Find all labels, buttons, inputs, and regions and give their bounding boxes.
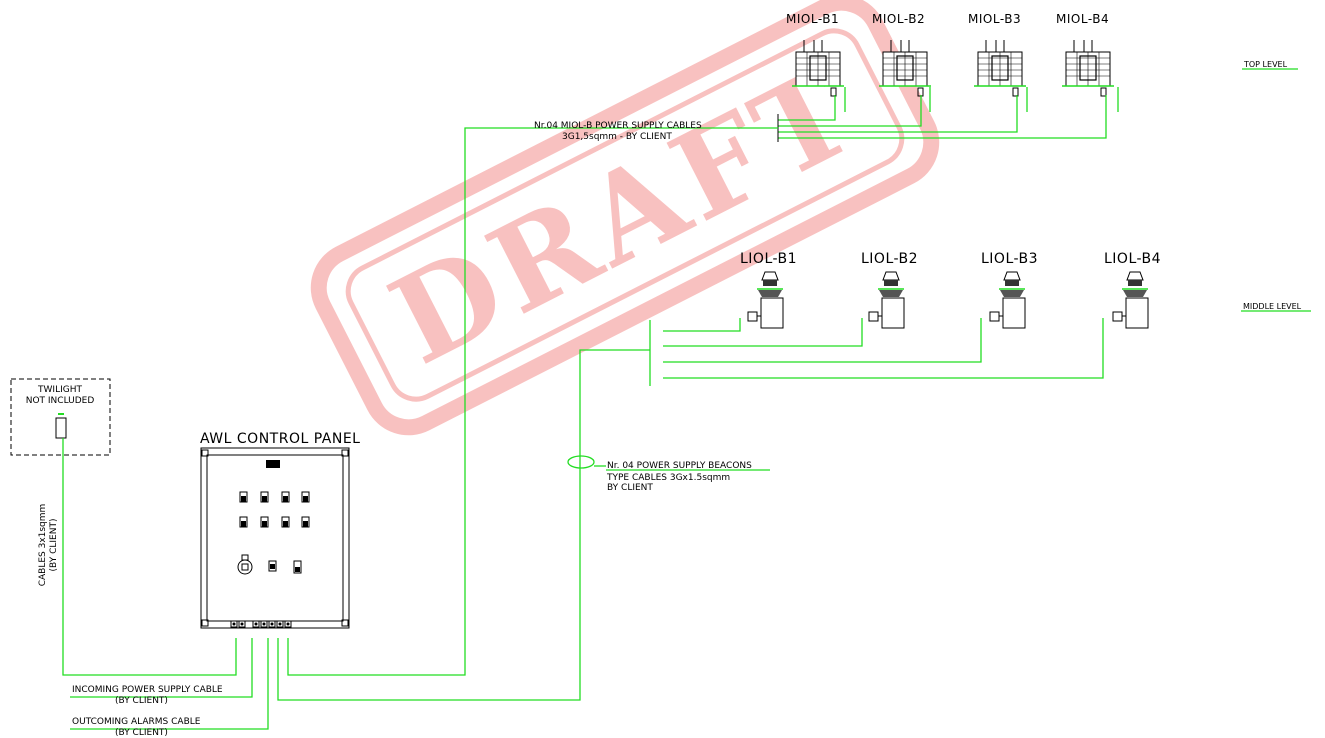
beacons-note-line: Nr. 04 POWER SUPPLY BEACONS: [607, 461, 752, 471]
pushbutton-icon: [268, 560, 277, 572]
miol-label: MIOL-B1: [786, 12, 839, 26]
miol-light-icon: [1062, 40, 1114, 97]
miol-light-icon: [879, 40, 931, 97]
liol-label: LIOL-B3: [981, 251, 1038, 267]
cable-gland-icon: [238, 620, 246, 628]
miol-light-icon: [792, 40, 844, 97]
liol-light-icon: [747, 271, 784, 329]
liol-label: LIOL-B2: [861, 251, 918, 267]
awl-control-panel: [200, 447, 350, 629]
breaker-icon: [239, 516, 248, 528]
miol-label: MIOL-B4: [1056, 12, 1109, 26]
liol-light-icon: [1112, 271, 1149, 329]
cable-gland-icon: [268, 620, 276, 628]
twilight-sensor-box: TWILIGHT NOT INCLUDED: [10, 378, 111, 456]
cable-gland-icon: [230, 620, 238, 628]
cable-gland-icon: [260, 620, 268, 628]
liol-label: LIOL-B1: [740, 251, 797, 267]
miol-power-cables: [287, 87, 1119, 676]
incoming-cable-sublabel: (BY CLIENT): [115, 696, 168, 706]
draft-watermark-text: DRAFT: [370, 39, 881, 392]
breaker-icon: [281, 516, 290, 528]
incoming-cable-label: INCOMING POWER SUPPLY CABLE: [72, 685, 223, 695]
selector-switch-icon: [237, 559, 253, 575]
liol-light-icon: [868, 271, 905, 329]
twilight-subtitle: NOT INCLUDED: [26, 396, 95, 406]
beacons-note-line: BY CLIENT: [607, 483, 653, 493]
breaker-icon: [239, 491, 248, 503]
panel-display-icon: [266, 460, 280, 468]
miol-lights: MIOL-B1 MIOL-B2 MIOL-B3 MIOL-B4: [786, 12, 1109, 26]
liol-light-icon: [989, 271, 1026, 329]
outcoming-cable-label: OUTCOMING ALARMS CABLE: [72, 717, 201, 727]
lamp-icon: [293, 560, 302, 574]
breaker-icon: [260, 491, 269, 503]
miol-light-icon: [974, 40, 1026, 97]
svg-text:CABLES 3x1sqmm: CABLES 3x1sqmm: [38, 504, 48, 587]
twilight-sensor-icon: [55, 417, 67, 439]
miol-cable-spec: 3G1,5sqmm - BY CLIENT: [562, 132, 672, 142]
liol-label: LIOL-B4: [1104, 251, 1161, 267]
breaker-icon: [281, 491, 290, 503]
draft-watermark: DRAFT: [310, 0, 940, 436]
cable-gland-icon: [284, 620, 292, 628]
liol-lights: LIOL-B1 LIOL-B2 LIOL-B3 LIOL-B4: [740, 251, 1161, 267]
middle-level-label: MIDDLE LEVEL: [1243, 302, 1302, 311]
twilight-cable-label: CABLES 3x1sqmm (BY CLIENT): [38, 504, 59, 587]
beacons-note-line: TYPE CABLES 3Gx1.5sqmm: [606, 473, 730, 483]
miol-cable-note: Nr.04 MIOL-B POWER SUPPLY CABLES: [534, 121, 702, 131]
cable-gland-icon: [252, 620, 260, 628]
miol-label: MIOL-B3: [968, 12, 1021, 26]
outcoming-cable-sublabel: (BY CLIENT): [115, 728, 168, 738]
beacons-cable-note: Nr. 04 POWER SUPPLY BEACONS TYPE CABLES …: [567, 455, 770, 493]
miol-label: MIOL-B2: [872, 12, 925, 26]
cable-gland-icon: [276, 620, 284, 628]
twilight-title: TWILIGHT: [37, 385, 82, 395]
svg-text:(BY CLIENT): (BY CLIENT): [49, 519, 59, 572]
breaker-icon: [260, 516, 269, 528]
top-level-label: TOP LEVEL: [1243, 60, 1288, 69]
panel-title: AWL CONTROL PANEL: [200, 431, 360, 447]
breaker-icon: [301, 491, 310, 503]
breaker-icon: [301, 516, 310, 528]
liol-power-cables: [277, 318, 1104, 701]
